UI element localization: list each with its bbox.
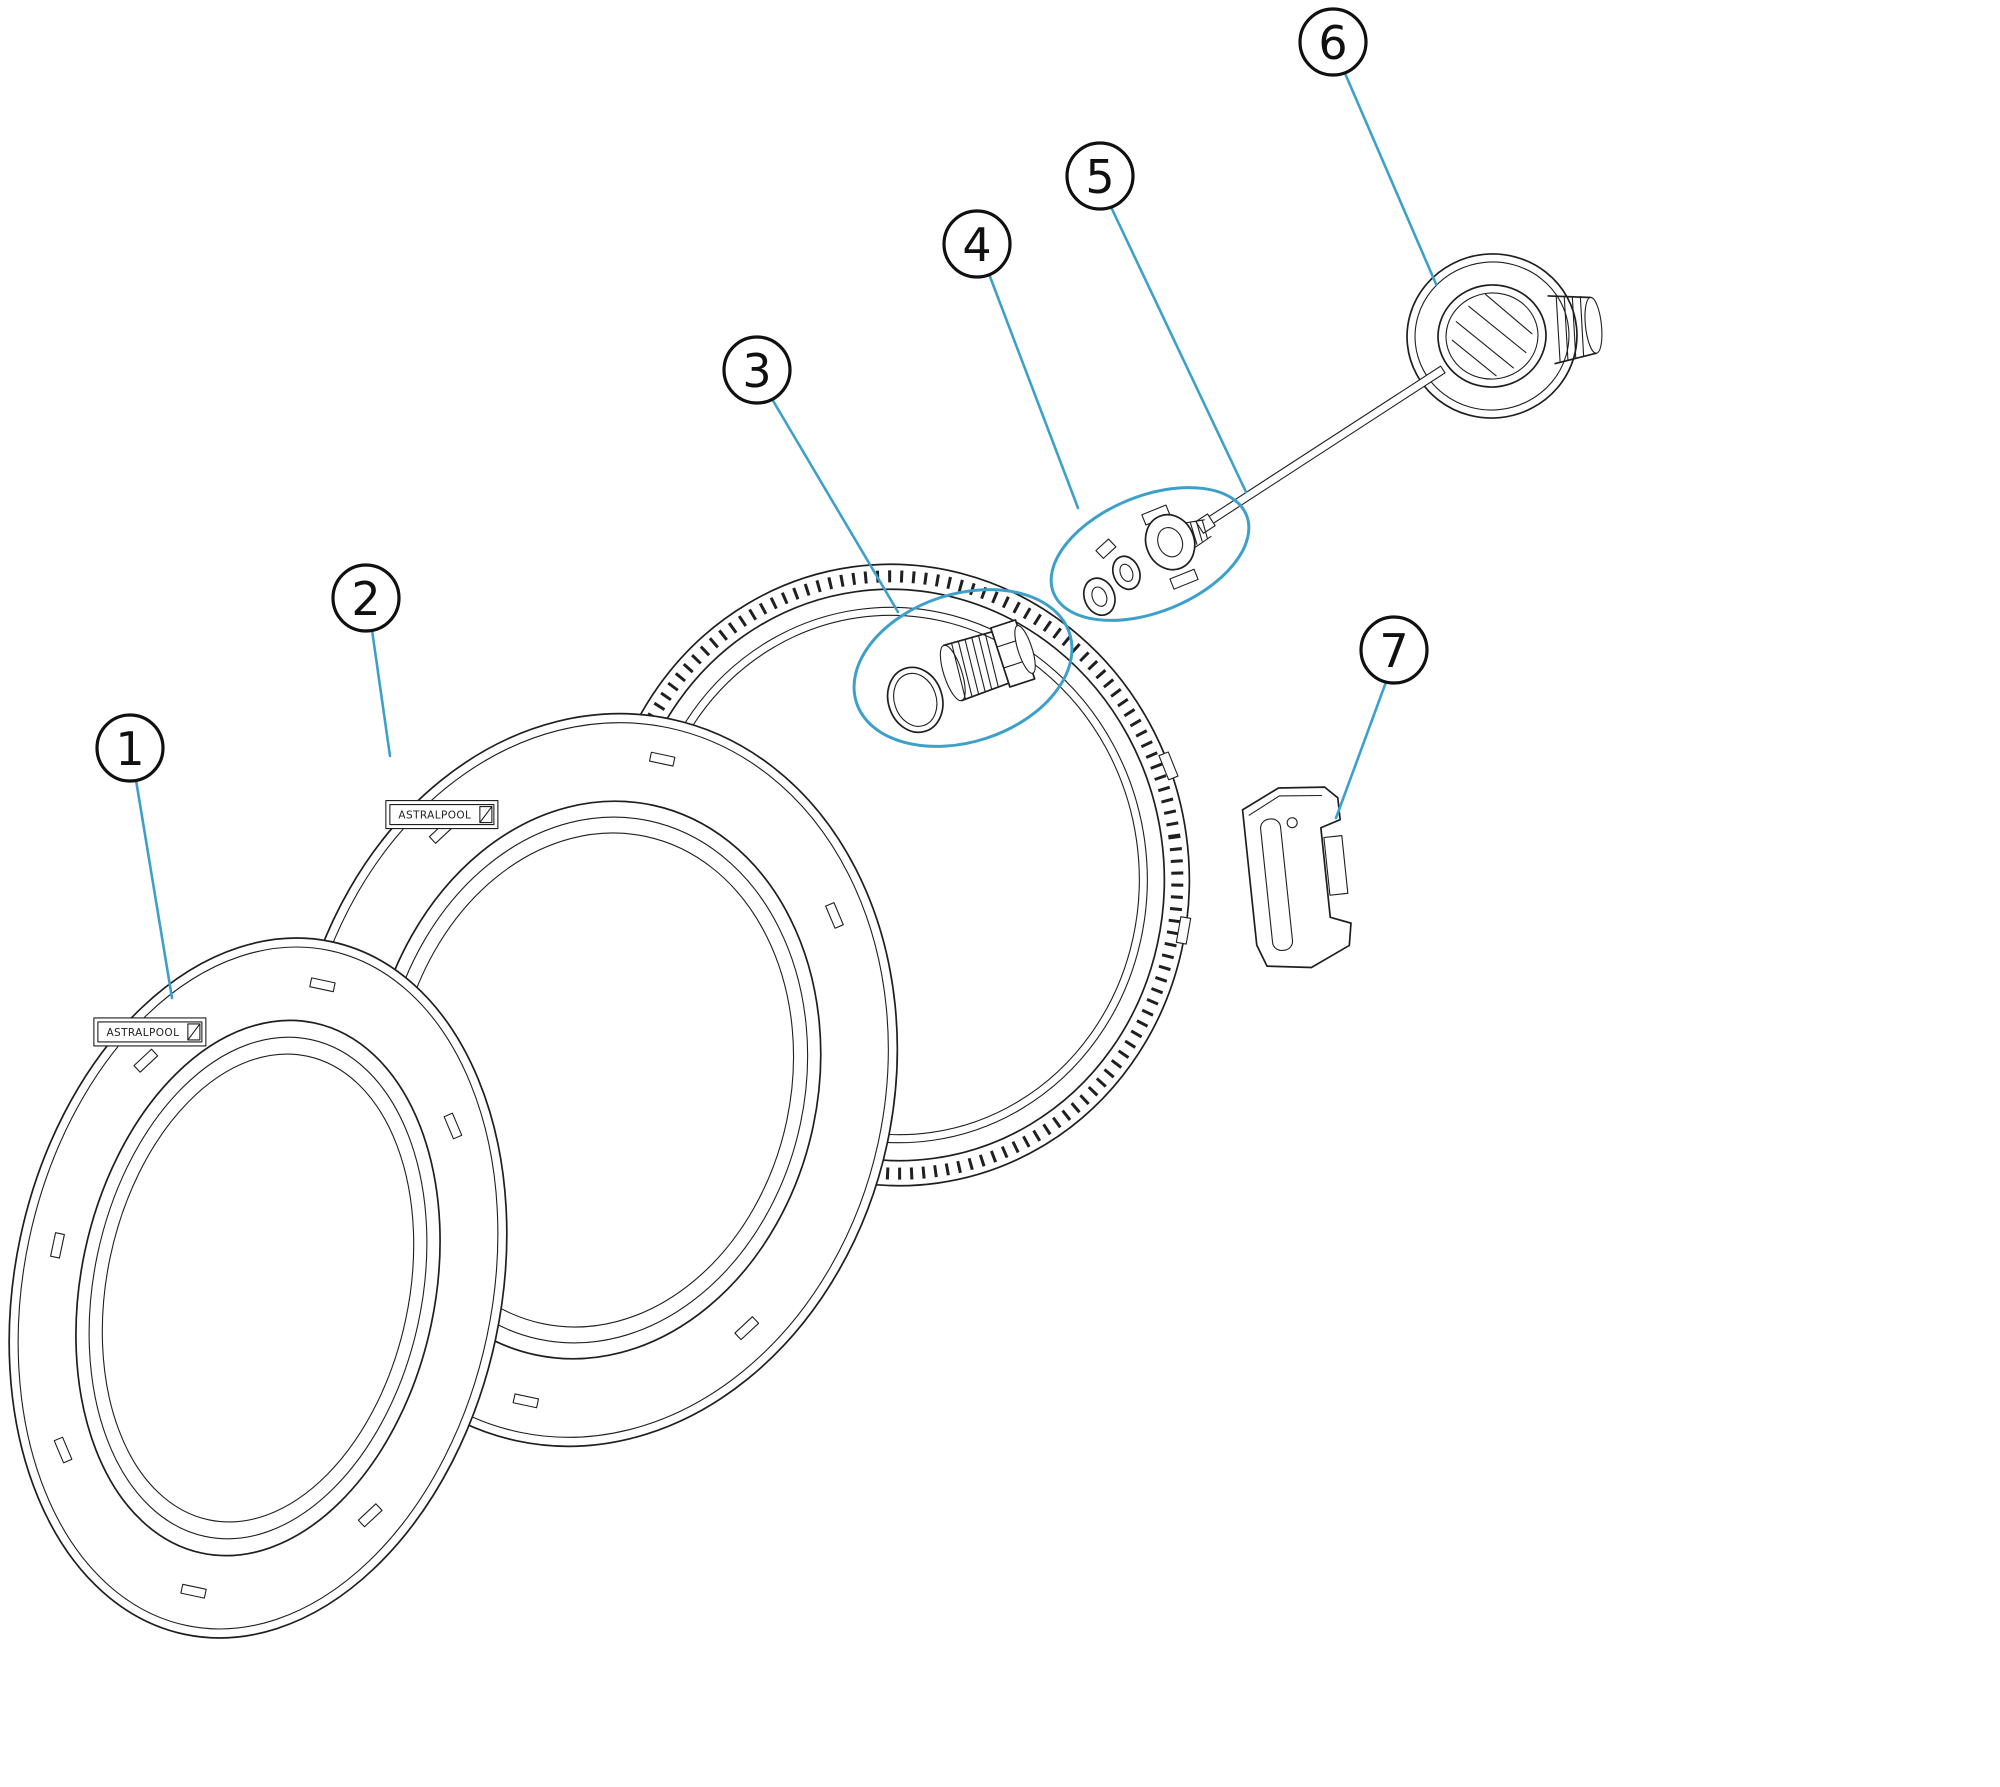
leader-line-7 [1334, 680, 1388, 820]
gland-wing-bottom [1169, 568, 1199, 590]
callout-5-number: 5 [1085, 150, 1114, 204]
ring1-outer [8, 937, 508, 1639]
callout-3-circle [722, 335, 792, 405]
callout-6: 6 [1298, 7, 1368, 77]
leader-line-2 [370, 628, 392, 758]
flange-bore [1437, 284, 1547, 388]
clip-outline [1241, 786, 1352, 969]
nipple-threads [1555, 295, 1585, 363]
washer-2 [1111, 555, 1141, 591]
callout-2: 2 [331, 563, 401, 633]
ring1-opening [75, 1019, 441, 1557]
callout-3: 3 [722, 335, 792, 405]
brand-label-ring2: ASTRALPOOL [398, 810, 471, 822]
callout-7: 7 [1359, 615, 1429, 685]
o-ring [886, 666, 944, 734]
callout-4-number: 4 [962, 218, 991, 272]
retainer-clip [1095, 538, 1117, 559]
callout-2-number: 2 [351, 572, 380, 626]
threaded-plug [939, 619, 1036, 702]
astralpool-logo-icon [479, 806, 493, 824]
callout-6-circle [1298, 7, 1368, 77]
callout-4: 4 [942, 209, 1012, 279]
clip-tab [1323, 835, 1349, 896]
group-4-highlight-ellipse [1049, 486, 1251, 622]
part-6-wall-conduit-flange [1406, 253, 1603, 419]
callout-1-number: 1 [115, 722, 144, 776]
callout-2-circle [331, 563, 401, 633]
brand-label-ring1: ASTRALPOOL [106, 1027, 179, 1039]
part-1-front-bezel-ring: ASTRALPOOL [8, 937, 508, 1639]
leader-line-5 [1109, 205, 1248, 494]
lamp-tab-1 [1158, 751, 1179, 781]
callout-7-circle [1359, 615, 1429, 685]
part-7-opening-clip [1241, 786, 1352, 969]
callout-1: 1 [95, 713, 165, 783]
callout-3-number: 3 [742, 344, 771, 398]
callout-4-circle [942, 209, 1012, 279]
tube-body [1205, 365, 1446, 526]
callout-7-number: 7 [1379, 624, 1408, 678]
bore-hatch [1451, 293, 1533, 377]
leader-line-4 [987, 272, 1080, 510]
leader-line-1 [134, 778, 174, 1000]
leader-line-6 [1342, 69, 1438, 286]
callout-1-circle [95, 713, 165, 783]
astralpool-logo-icon [187, 1023, 201, 1041]
brand-plate-ring1: ASTRALPOOL [93, 1017, 207, 1047]
clip-hole [1286, 817, 1298, 829]
callout-6-number: 6 [1318, 16, 1347, 70]
callout-5-circle [1065, 141, 1135, 211]
washer-1 [1082, 577, 1116, 617]
gland-body [1144, 513, 1196, 571]
leader-line-3 [770, 397, 900, 614]
part-5-conduit-tube [1195, 365, 1446, 534]
part-4-gland-and-washers [1082, 504, 1212, 617]
flange-outer-ring [1406, 253, 1578, 419]
brand-plate-ring2: ASTRALPOOL [385, 800, 499, 830]
part-3-threaded-adapter [886, 619, 1036, 734]
group-3-highlight-ellipse [852, 588, 1074, 748]
tube-collar [1195, 513, 1216, 534]
clip-slot [1260, 818, 1294, 952]
lamp-tab-2 [1175, 916, 1192, 945]
callout-5: 5 [1065, 141, 1135, 211]
